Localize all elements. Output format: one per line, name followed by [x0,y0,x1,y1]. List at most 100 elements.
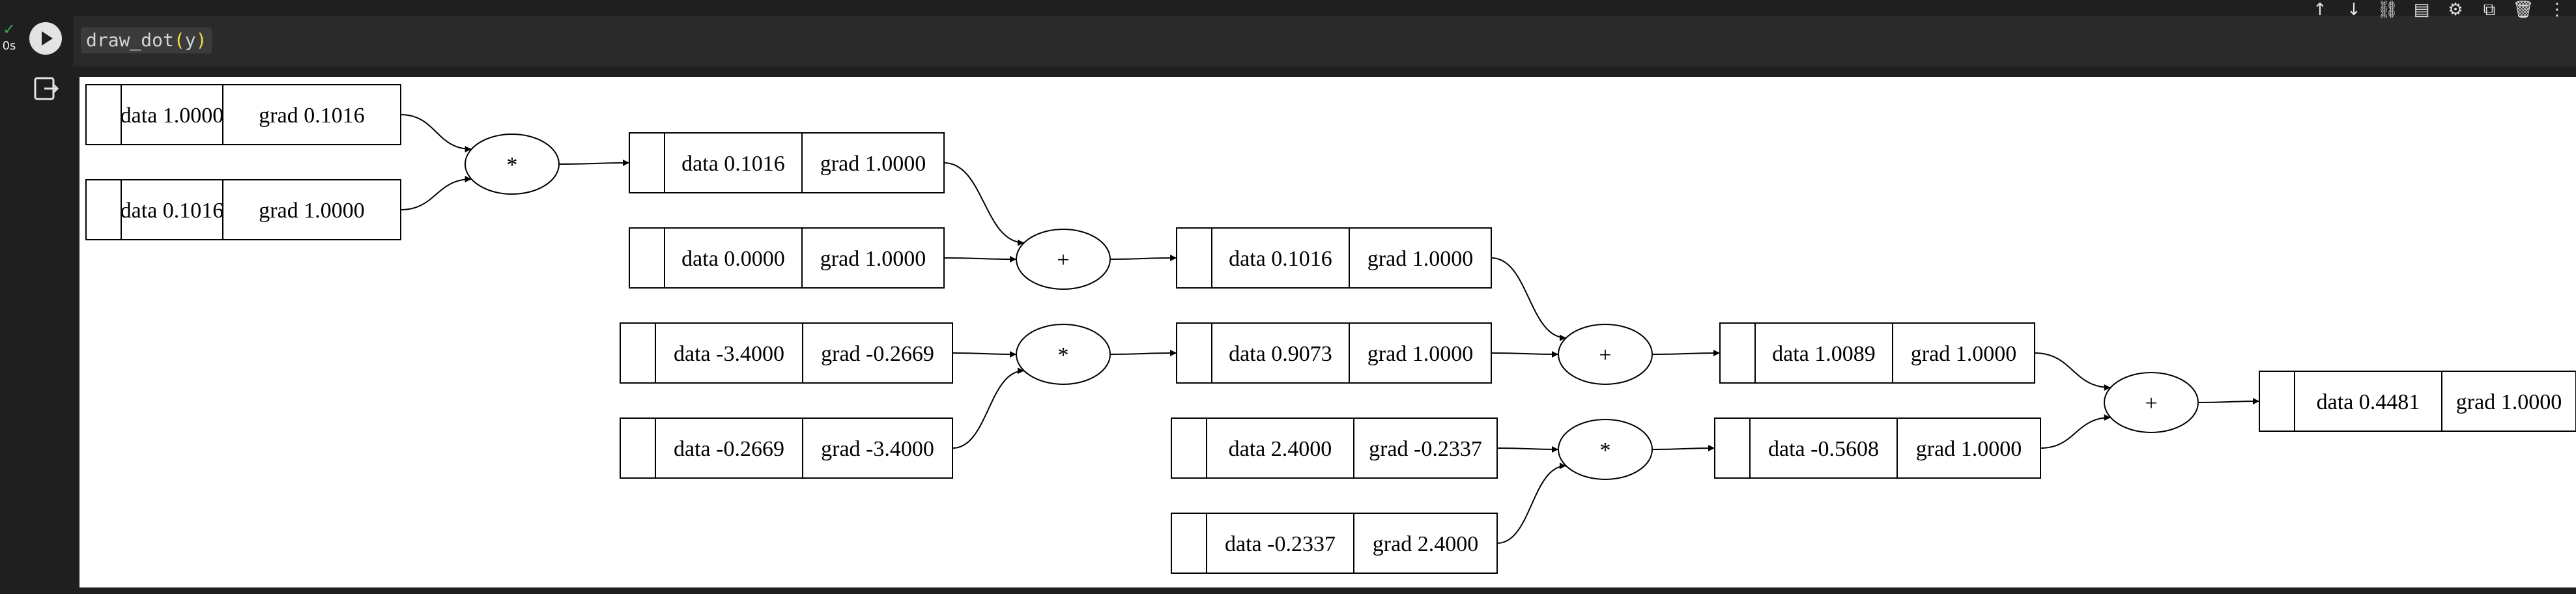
op-label: + [1599,343,1611,367]
node-grad-label: grad 1.0000 [2456,390,2562,414]
value-node: data 1.0000 grad 0.1016 [85,84,401,145]
node-data-label: data 1.0000 [121,104,224,128]
value-node: data 0.4481 grad 1.0000 [2259,371,2576,432]
op-label: + [2145,391,2157,416]
edge-value-to-op [400,176,472,210]
run-cell-button[interactable] [29,22,62,55]
value-node: data 0.1016 grad 1.0000 [85,179,401,240]
op-node-ellipse [1016,229,1111,290]
node-grad-label: grad 2.4000 [1373,532,1478,556]
graph-nodes: data 1.0000 grad 0.1016 data 0.1016 grad 1.… [85,84,2576,574]
value-node-box [620,417,953,479]
value-node-box [1176,227,1492,289]
computation-graph: data 1.0000 grad 0.1016 data 0.1016 grad 1.… [85,84,2576,574]
value-node-box [2259,371,2576,432]
op-node-ellipse [1558,419,1653,480]
node-data-label: data 0.1016 [121,199,224,223]
code-editor[interactable]: draw_dot(y) [81,27,212,53]
node-grad-label: grad 1.0000 [1367,342,1473,366]
edge-op-to-value [1652,350,1721,357]
value-node-box [1171,417,1498,479]
op-node-ellipse [465,134,560,195]
execution-time: 0s [2,39,16,53]
value-node-box [629,227,945,289]
node-data-label: data 0.4481 [2317,390,2420,414]
check-icon: ✓ [2,20,16,38]
comment-icon[interactable]: ▤ [2413,0,2430,20]
node-grad-label: grad 1.0000 [1916,437,2022,461]
code-function-name: draw_dot [86,29,174,51]
edge-value-to-op [2034,352,2111,391]
output-actions-icon[interactable] [31,74,60,103]
edge-value-to-op [952,350,1017,358]
value-node-box [85,84,401,145]
op-node: * [1558,419,1653,480]
value-node-box [85,179,401,240]
value-node-box [1176,322,1492,384]
arrow-down-icon[interactable]: ↓ [2347,0,2361,20]
value-node: data 0.1016 grad 1.0000 [1176,227,1492,289]
node-data-label: data 0.1016 [1229,247,1332,271]
code-open-paren: ( [173,29,185,51]
arrow-up-icon[interactable]: ↑ [2313,0,2327,20]
trash-icon[interactable]: 🗑 [2512,0,2534,20]
node-data-label: data -3.4000 [674,342,784,366]
run-status: ✓ 0s [0,21,18,60]
edge-value-to-op [943,255,1017,262]
value-node-box [620,322,953,384]
value-node-box [629,132,945,193]
node-data-label: data -0.5608 [1768,437,1879,461]
code-cell[interactable]: draw_dot(y) [73,16,2576,66]
edge-op-to-value [1109,350,1177,357]
node-grad-label: grad 1.0000 [259,199,364,223]
op-node: + [1016,229,1111,290]
value-node: data -3.4000 grad -0.2669 [620,322,953,384]
node-data-label: data 1.0089 [1772,342,1876,366]
node-data-label: data 0.9073 [1229,342,1332,366]
more-vert-icon[interactable]: ⋮ [2549,0,2566,20]
op-label: * [507,153,518,177]
node-grad-label: grad 1.0000 [1367,247,1473,271]
node-grad-label: grad 1.0000 [820,247,926,271]
node-data-label: data -0.2337 [1225,532,1336,556]
value-node-box [1171,513,1498,574]
cell-toolbar: ↑ ↓ ⛓ ▤ ⚙ ⧉ 🗑 ⋮ [2306,0,2571,20]
value-node: data 0.1016 grad 1.0000 [629,132,945,193]
edge-value-to-op [952,367,1024,449]
node-grad-label: grad 1.0000 [1911,342,2016,366]
op-node: * [465,134,560,195]
code-argument: y [184,29,196,51]
gear-icon[interactable]: ⚙ [2448,0,2463,20]
node-grad-label: grad -0.2669 [821,342,934,366]
value-node: data 1.0089 grad 1.0000 [1719,322,2035,384]
value-node-box [1714,417,2041,479]
cell-output: data 1.0000 grad 0.1016 data 0.1016 grad 1.… [79,77,2576,587]
op-node: + [1558,324,1653,385]
edge-value-to-op [2040,414,2111,449]
edge-value-to-op [1491,257,1566,341]
op-node-ellipse [1016,324,1111,385]
node-grad-label: grad 1.0000 [820,152,926,176]
node-data-label: data -0.2669 [674,437,784,461]
edge-op-to-value [558,160,630,167]
value-node-box [1719,322,2035,384]
op-node-ellipse [2104,372,2199,433]
edge-op-to-value [1652,445,1715,452]
edge-op-to-value [2197,398,2260,405]
op-label: + [1057,248,1069,272]
value-node: data -0.2337 grad 2.4000 [1171,513,1498,574]
edge-value-to-op [1496,462,1566,544]
node-grad-label: grad 0.1016 [259,104,364,128]
edge-op-to-value [1109,255,1177,262]
mirror-cell-icon[interactable]: ⧉ [2483,0,2496,20]
link-icon[interactable]: ⛓ [2377,0,2399,20]
code-close-paren: ) [195,29,207,51]
op-node-ellipse [1558,324,1653,385]
node-data-label: data 0.1016 [681,152,785,176]
value-node: data -0.5608 grad 1.0000 [1714,417,2041,479]
edge-value-to-op [400,114,472,152]
edge-value-to-op [1491,350,1559,358]
edge-value-to-op [943,162,1024,246]
